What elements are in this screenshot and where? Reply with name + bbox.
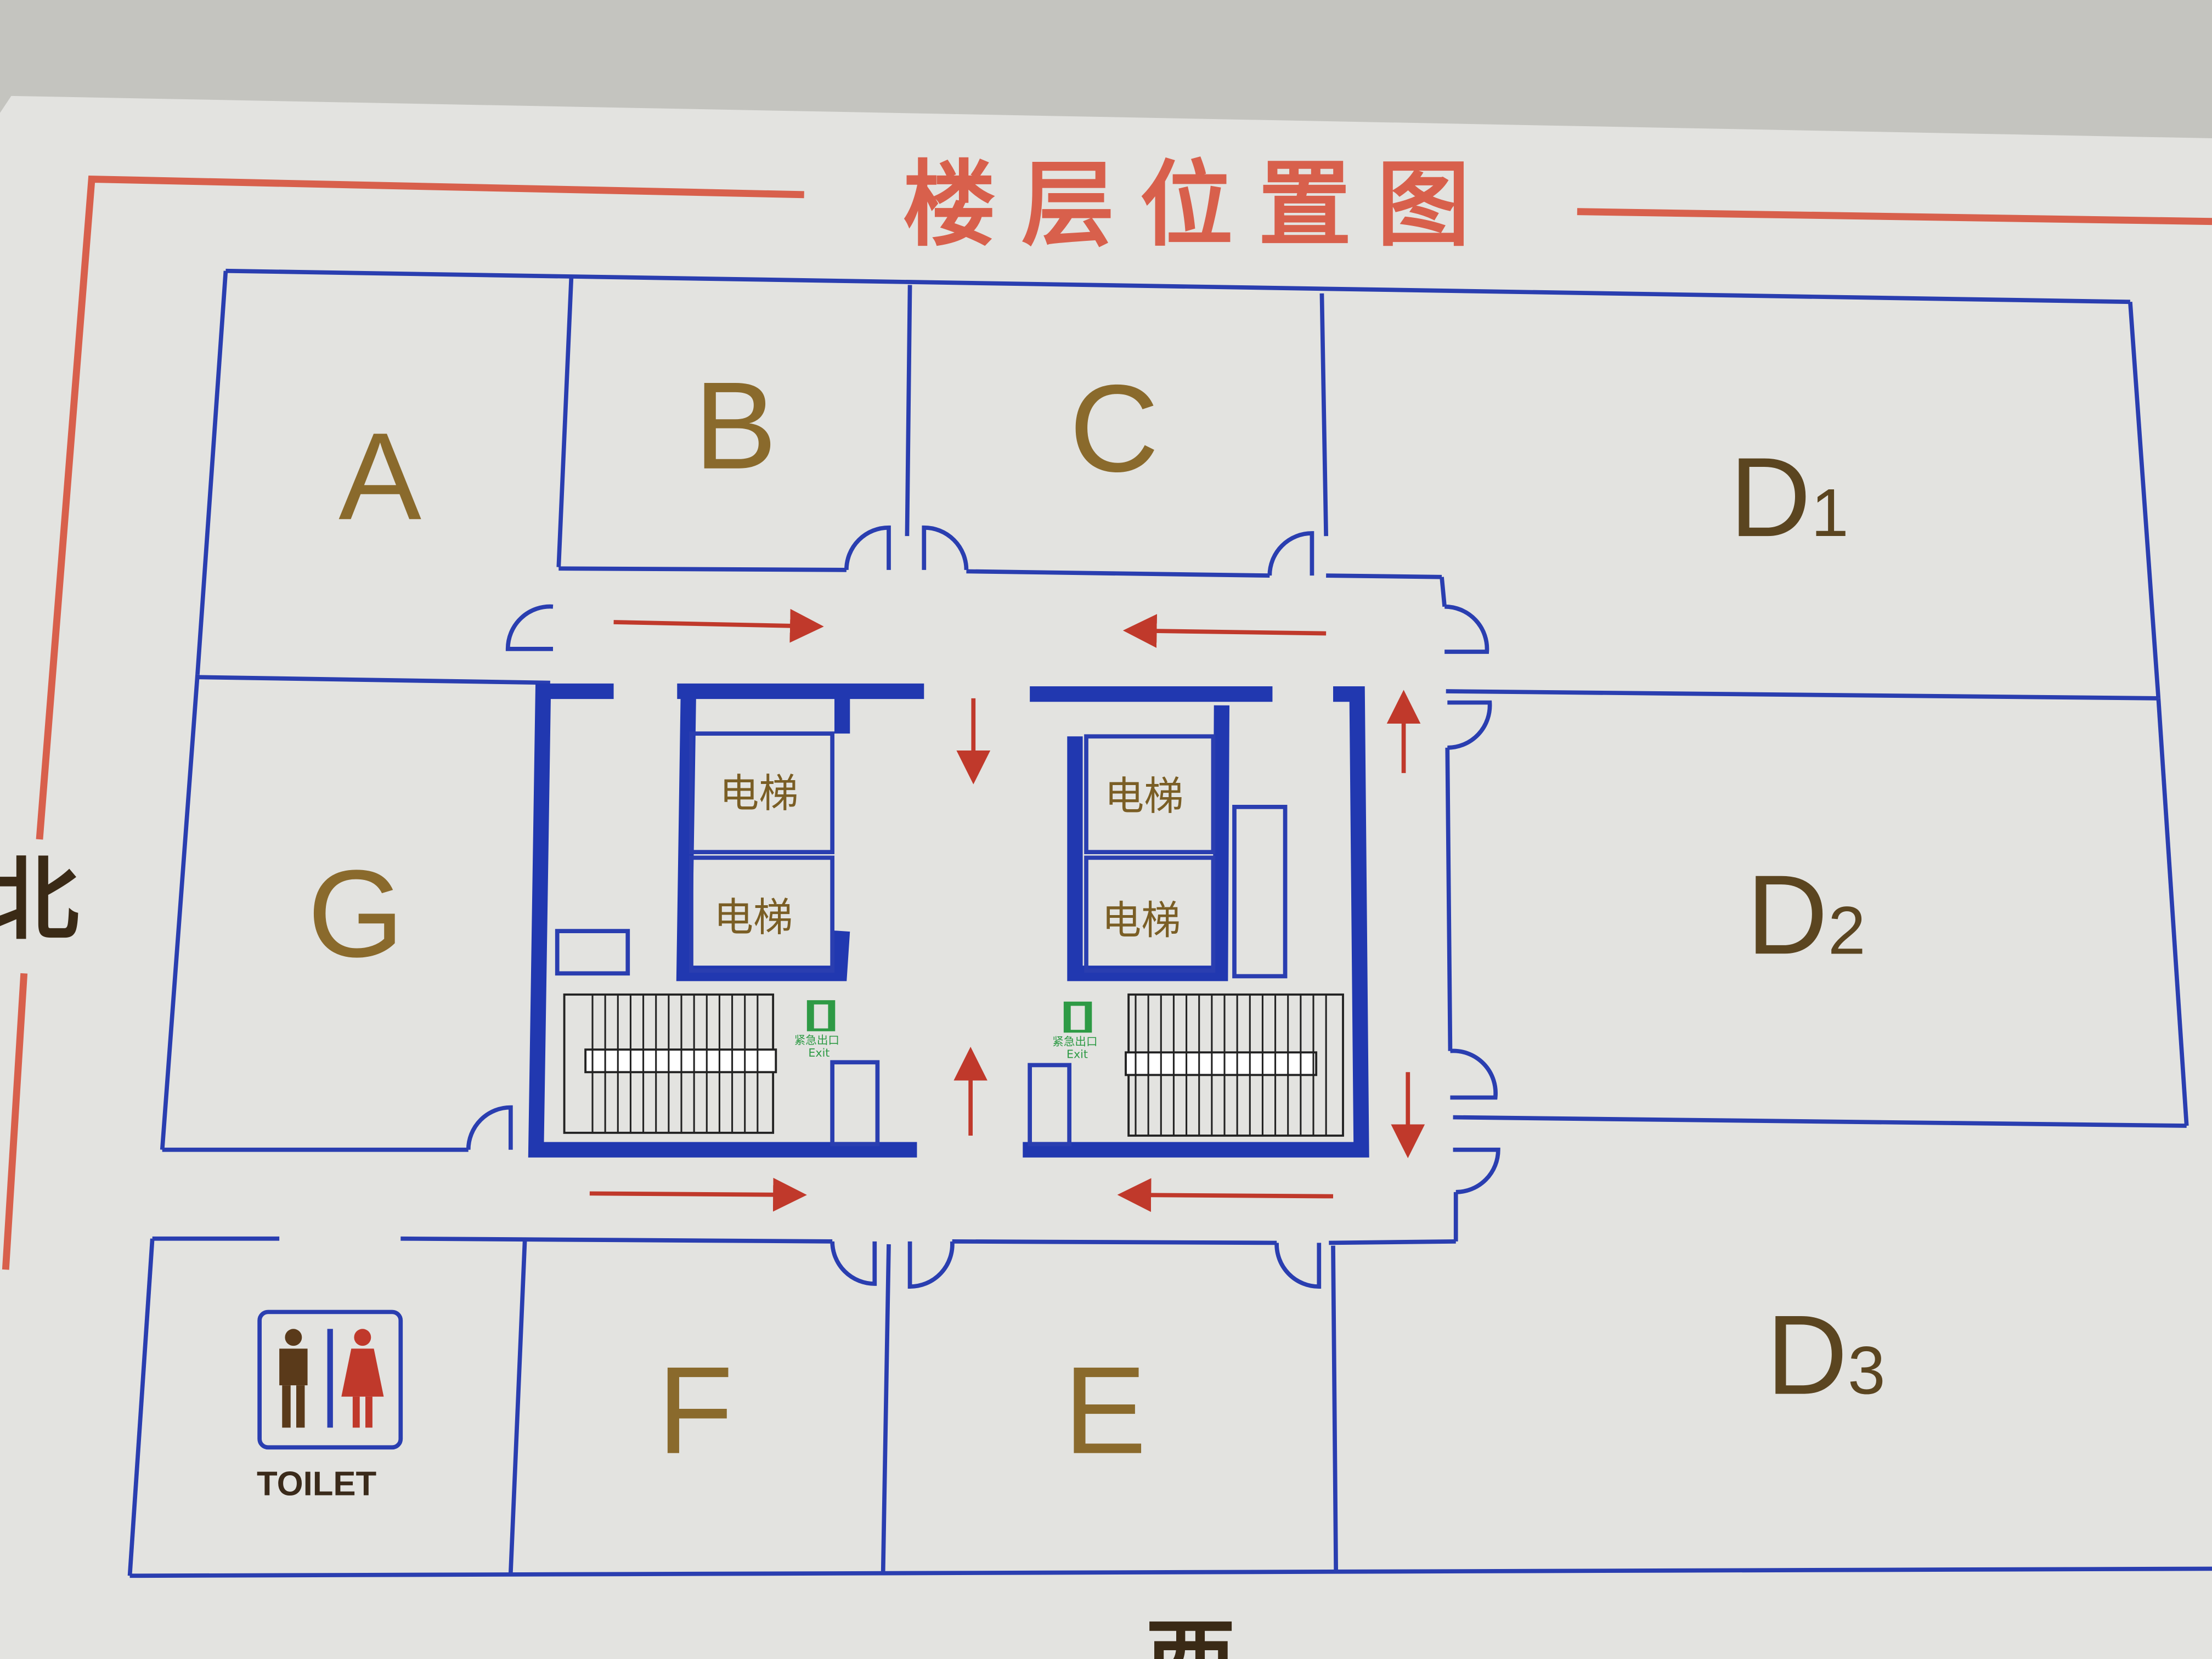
arrow-east-bottom-left [589,1177,807,1212]
room-e-label: E [1064,1341,1147,1480]
sign-board [0,95,2212,1659]
exit-label-en: Exit [1066,1048,1088,1061]
room-d3-label: D3 [1766,1292,1885,1418]
elevator-label: 电梯 [1104,773,1183,819]
circulation-arrows [589,608,1425,1212]
arrow-east-top-left [613,608,824,643]
red-frame [2,176,2212,1270]
room-d1-label: D1 [1730,434,1849,560]
arrow-west-top-right [1122,614,1327,648]
elevator-label: 电梯 [1102,897,1181,943]
exit-label-en: Exit [808,1046,830,1059]
room-c-label: C [1069,359,1159,498]
exit-sign-right: 紧急出口 Exit [1052,1001,1098,1061]
north-label: 北 [0,847,79,952]
exit-label-cn: 紧急出口 [794,1034,839,1047]
room-d2-label: D2 [1746,851,1865,978]
arrow-west-bottom-right [1117,1178,1334,1212]
left-core [528,683,924,1158]
elevator-label: 电梯 [714,894,793,940]
male-female-toilet-icon [279,1329,384,1428]
sign-title: 楼层位置图 [903,151,1496,259]
elevator-label: 电梯 [719,770,798,816]
room-walls [127,268,2212,1578]
room-a-label: A [338,407,421,545]
right-core [1023,686,1369,1158]
room-b-label: B [694,356,777,495]
west-label: 西 [1146,1609,1236,1659]
room-g-label: G [308,844,404,983]
toilet-sign: TOILET [257,1310,403,1503]
exit-sign-left: 紧急出口 Exit [794,1000,839,1059]
exit-label-cn: 紧急出口 [1052,1035,1097,1048]
room-f-label: F [657,1341,733,1480]
toilet-label: TOILET [257,1465,377,1503]
